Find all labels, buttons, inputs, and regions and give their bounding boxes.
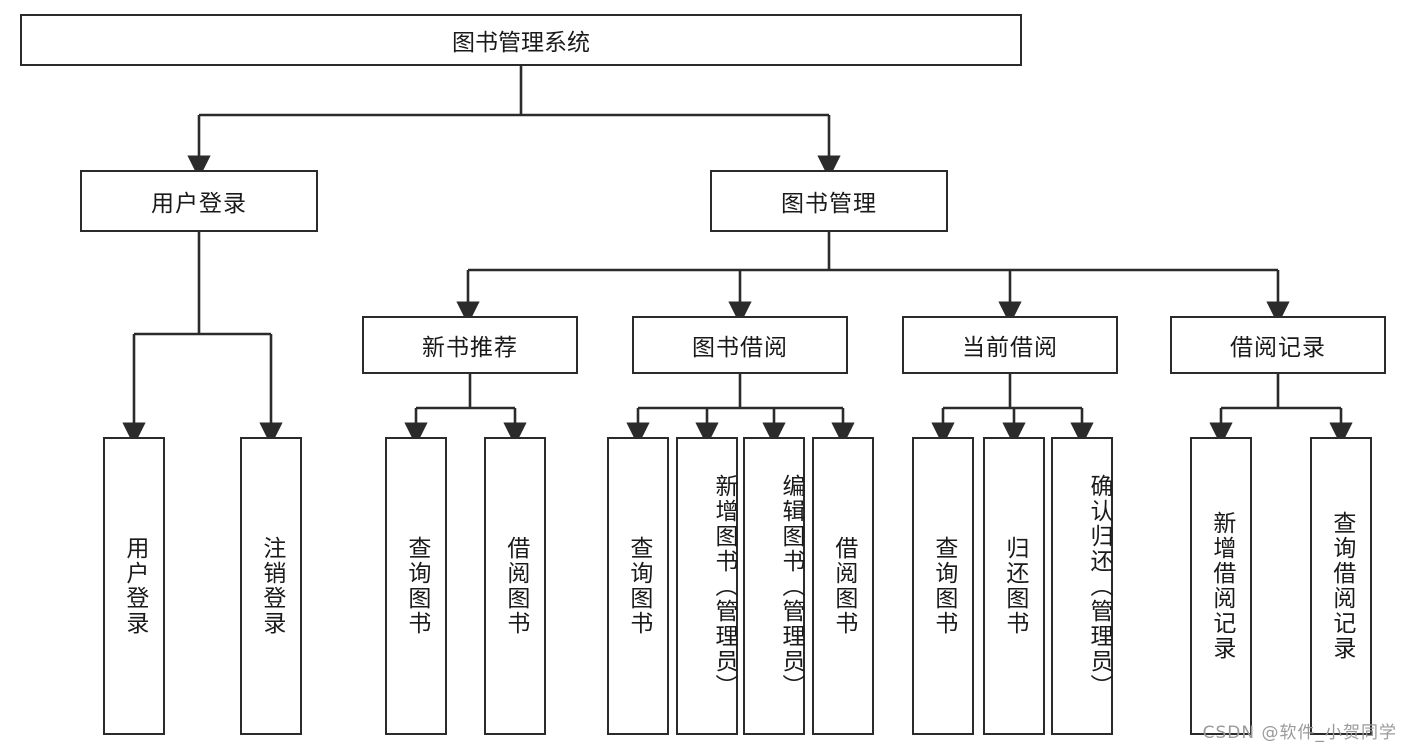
node-new-book-rec-label: 新书推荐 <box>422 335 518 361</box>
node-leaf-user-login-label: 用户登录 <box>121 536 148 636</box>
node-leaf-logout-label: 注销登录 <box>258 536 285 636</box>
node-leaf-query-record[interactable]: 查询借阅记录 <box>1310 437 1372 735</box>
node-book-manage[interactable]: 图书管理 <box>710 170 948 232</box>
node-current-borrow-label: 当前借阅 <box>962 335 1058 361</box>
node-leaf-borrow-book-1[interactable]: 借阅图书 <box>484 437 546 735</box>
node-new-book-rec[interactable]: 新书推荐 <box>362 316 578 374</box>
node-leaf-query-book-1[interactable]: 查询图书 <box>385 437 447 735</box>
node-current-borrow[interactable]: 当前借阅 <box>902 316 1118 374</box>
node-leaf-borrow-book-1-label: 借阅图书 <box>502 536 529 636</box>
node-user-login-label: 用户登录 <box>151 191 247 217</box>
node-leaf-query-book-3-label: 查询图书 <box>930 536 957 636</box>
node-leaf-query-book-2[interactable]: 查询图书 <box>607 437 669 735</box>
node-leaf-query-book-1-label: 查询图书 <box>403 536 430 636</box>
node-root-label: 图书管理系统 <box>452 30 590 56</box>
node-leaf-add-record-label: 新增借阅记录 <box>1208 511 1235 661</box>
node-leaf-logout[interactable]: 注销登录 <box>240 437 302 735</box>
node-leaf-add-book-label: 新增图书（管理员） <box>711 473 737 699</box>
node-leaf-query-record-label: 查询借阅记录 <box>1328 511 1355 661</box>
node-leaf-confirm-return-label: 确认归还（管理员） <box>1086 473 1112 699</box>
node-leaf-edit-book-label: 编辑图书（管理员） <box>778 473 804 699</box>
node-borrow-record-label: 借阅记录 <box>1230 335 1326 361</box>
node-leaf-user-login[interactable]: 用户登录 <box>103 437 165 735</box>
node-book-borrow[interactable]: 图书借阅 <box>632 316 848 374</box>
node-leaf-borrow-book-2-label: 借阅图书 <box>830 536 857 636</box>
watermark: CSDN @软件_小贺同学 <box>1202 723 1397 743</box>
node-user-login[interactable]: 用户登录 <box>80 170 318 232</box>
node-leaf-query-book-2-label: 查询图书 <box>625 536 652 636</box>
node-leaf-add-record[interactable]: 新增借阅记录 <box>1190 437 1252 735</box>
node-root[interactable]: 图书管理系统 <box>20 14 1022 66</box>
node-leaf-edit-book[interactable]: 编辑图书（管理员） <box>743 437 805 735</box>
node-leaf-query-book-3[interactable]: 查询图书 <box>912 437 974 735</box>
node-borrow-record[interactable]: 借阅记录 <box>1170 316 1386 374</box>
node-leaf-add-book[interactable]: 新增图书（管理员） <box>676 437 738 735</box>
node-leaf-confirm-return[interactable]: 确认归还（管理员） <box>1051 437 1113 735</box>
node-leaf-return-book-label: 归还图书 <box>1001 536 1028 636</box>
node-book-borrow-label: 图书借阅 <box>692 335 788 361</box>
node-leaf-borrow-book-2[interactable]: 借阅图书 <box>812 437 874 735</box>
node-book-manage-label: 图书管理 <box>781 191 877 217</box>
node-leaf-return-book[interactable]: 归还图书 <box>983 437 1045 735</box>
